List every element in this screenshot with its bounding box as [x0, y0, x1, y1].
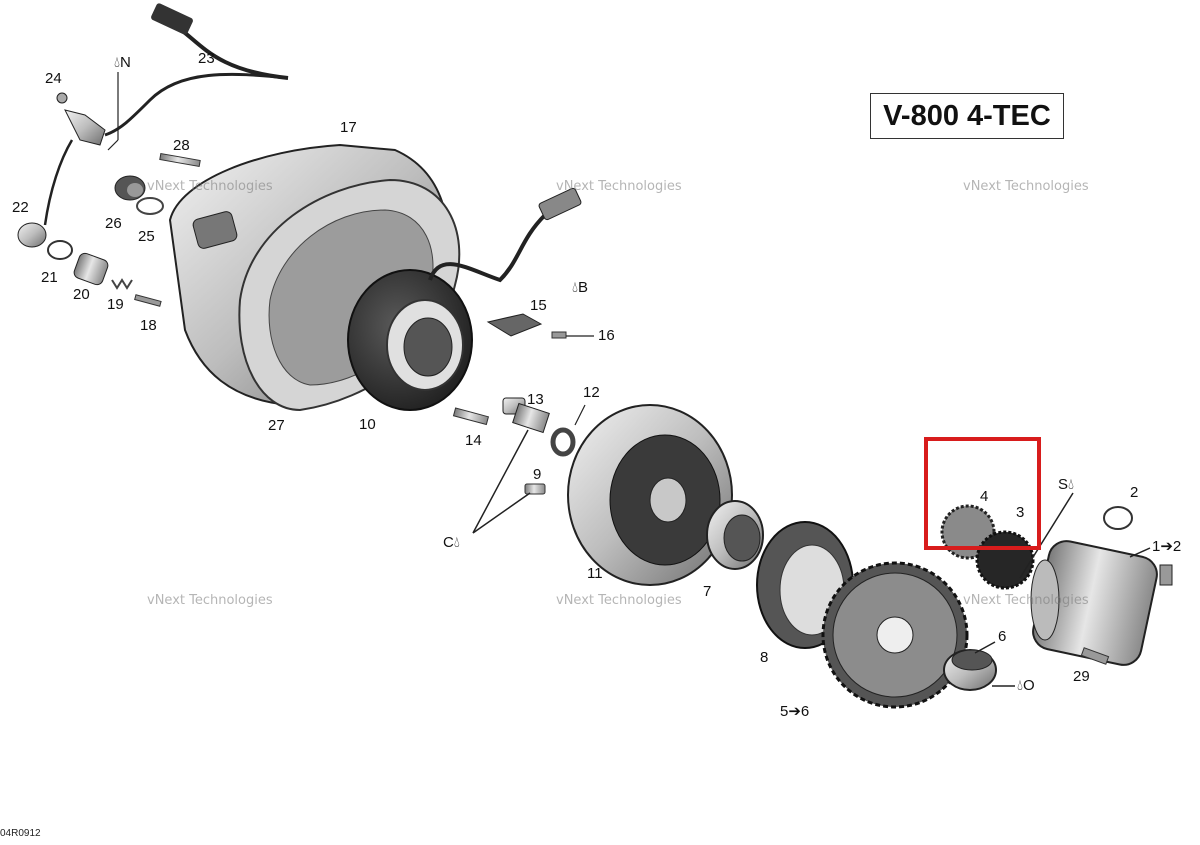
- screw-9: [524, 483, 546, 495]
- callout-26[interactable]: 26: [105, 215, 122, 232]
- model-badge: V-800 4-TEC: [870, 93, 1064, 139]
- callout-22[interactable]: 22: [12, 199, 29, 216]
- callout-25[interactable]: 25: [138, 228, 155, 245]
- callout-17[interactable]: 17: [340, 119, 357, 136]
- o-ring-25: [136, 197, 164, 215]
- o-ring-2: [1103, 506, 1133, 530]
- callout-7[interactable]: 7: [703, 583, 712, 600]
- callout-13[interactable]: 13: [527, 391, 544, 408]
- callout-29[interactable]: 29: [1073, 668, 1090, 685]
- callout-16[interactable]: 16: [598, 327, 615, 344]
- lube-mark-o: 💧︎O: [1017, 677, 1035, 694]
- watermark: vNext Technologies: [963, 179, 1089, 194]
- lube-mark-n: 💧︎N: [114, 54, 131, 71]
- oil-drop-icon: 💧︎: [1017, 677, 1024, 694]
- highlight-frame: [924, 437, 1041, 550]
- spring-19: [111, 278, 133, 290]
- bolt-28: [159, 152, 201, 168]
- callout-1-2[interactable]: 1➔2: [1152, 538, 1182, 555]
- bolt-14: [452, 407, 490, 426]
- callout-24[interactable]: 24: [45, 70, 62, 87]
- wire-harness-23: [104, 3, 289, 137]
- callout-8[interactable]: 8: [760, 649, 769, 666]
- speed-sensor-24: [43, 92, 106, 226]
- bushing-22: [17, 222, 47, 248]
- o-ring-21: [47, 240, 73, 260]
- watermark: vNext Technologies: [556, 593, 682, 608]
- callout-18[interactable]: 18: [140, 317, 157, 334]
- watermark: vNext Technologies: [147, 593, 273, 608]
- callout-3[interactable]: 3: [1016, 504, 1025, 521]
- washer-12: [550, 427, 576, 457]
- callout-11[interactable]: 11: [587, 565, 603, 582]
- watermark: vNext Technologies: [147, 179, 273, 194]
- callout-4[interactable]: 4: [980, 488, 989, 505]
- callout-9[interactable]: 9: [533, 466, 542, 483]
- callout-21[interactable]: 21: [41, 269, 58, 286]
- lube-mark-s: S💧︎: [1058, 476, 1075, 493]
- screw-18: [134, 294, 162, 307]
- screw-16: [551, 331, 567, 339]
- watermark: vNext Technologies: [963, 593, 1089, 608]
- starter-motor-1: [1030, 540, 1173, 666]
- stator-wire: [428, 187, 582, 283]
- callout-27[interactable]: 27: [268, 417, 285, 434]
- leader-lines: [107, 72, 594, 426]
- oil-drop-icon: 💧︎: [453, 534, 460, 551]
- callout-20[interactable]: 20: [73, 286, 90, 303]
- stator-10: [347, 269, 473, 411]
- callout-14[interactable]: 14: [465, 432, 482, 449]
- rotor-11: [567, 404, 733, 586]
- bolt-13: [502, 397, 550, 434]
- oil-drop-icon: 💧︎: [114, 54, 121, 71]
- gear-4: [940, 504, 996, 560]
- callout-19[interactable]: 19: [107, 296, 124, 313]
- callout-5-6[interactable]: 5➔6: [780, 703, 810, 720]
- bearing-7: [706, 500, 764, 570]
- callout-10[interactable]: 10: [359, 416, 376, 433]
- watermark: vNext Technologies: [556, 179, 682, 194]
- callout-lines-c: [472, 429, 531, 534]
- lube-mark-b: 💧︎B: [572, 279, 589, 296]
- clamp-15: [486, 313, 543, 337]
- seal-26: [114, 175, 146, 201]
- oil-drop-icon: 💧︎: [572, 279, 579, 296]
- starter-gear-5: [821, 561, 969, 709]
- screw-29: [1080, 647, 1110, 665]
- drawing-code: 04R0912: [0, 828, 41, 839]
- oil-drop-icon: 💧︎: [1068, 476, 1075, 493]
- callout-15[interactable]: 15: [530, 297, 547, 314]
- callout-6[interactable]: 6: [998, 628, 1007, 645]
- callout-2[interactable]: 2: [1130, 484, 1139, 501]
- sleeve-20: [73, 252, 109, 286]
- model-name: V-800 4-TEC: [883, 99, 1051, 132]
- lube-mark-c: C💧︎: [443, 534, 460, 551]
- callout-28[interactable]: 28: [173, 137, 190, 154]
- callout-12[interactable]: 12: [583, 384, 600, 401]
- bushing-6: [943, 649, 997, 691]
- callout-23[interactable]: 23: [198, 50, 215, 67]
